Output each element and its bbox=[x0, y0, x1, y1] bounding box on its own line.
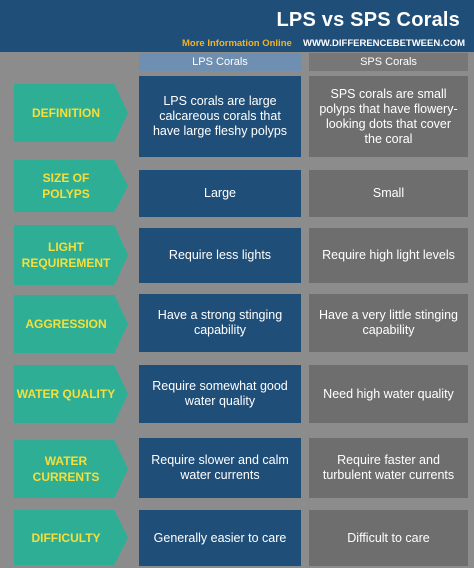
row-label-water-currents: WATER CURRENTS bbox=[14, 440, 128, 498]
more-info-text: More Information Online bbox=[182, 38, 292, 49]
lps-size-cell: Large bbox=[139, 170, 301, 217]
lps-difficulty-cell: Generally easier to care bbox=[139, 510, 301, 566]
sps-water-quality-cell: Need high water quality bbox=[309, 365, 468, 423]
header-banner: LPS vs SPS Corals More Information Onlin… bbox=[0, 0, 474, 52]
row-label-aggression: AGGRESSION bbox=[14, 295, 128, 353]
site-link[interactable]: WWW.DIFFERENCEBETWEEN.COM bbox=[303, 38, 466, 49]
row-label-difficulty: DIFFICULTY bbox=[14, 510, 128, 565]
lps-definition-cell: LPS corals are large calcareous corals t… bbox=[139, 76, 301, 157]
row-label-definition: DEFINITION bbox=[14, 84, 128, 142]
sps-size-cell: Small bbox=[309, 170, 468, 217]
sps-water-currents-cell: Require faster and turbulent water curre… bbox=[309, 438, 468, 498]
page-title: LPS vs SPS Corals bbox=[276, 9, 460, 31]
lps-aggression-cell: Have a strong stinging capability bbox=[139, 294, 301, 352]
sps-difficulty-cell: Difficult to care bbox=[309, 510, 468, 566]
lps-water-quality-cell: Require somewhat good water quality bbox=[139, 365, 301, 423]
row-label-light-requirement: LIGHT REQUIREMENT bbox=[14, 225, 128, 285]
lps-light-cell: Require less lights bbox=[139, 228, 301, 283]
row-label-size-of-polyps: SIZE OF POLYPS bbox=[14, 160, 128, 212]
sps-column-header: SPS Corals bbox=[309, 53, 468, 71]
lps-column-header: LPS Corals bbox=[139, 53, 301, 71]
row-label-water-quality: WATER QUALITY bbox=[14, 365, 128, 423]
sps-aggression-cell: Have a very little stinging capability bbox=[309, 294, 468, 352]
sps-definition-cell: SPS corals are small polyps that have fl… bbox=[309, 76, 468, 157]
lps-water-currents-cell: Require slower and calm water currents bbox=[139, 438, 301, 498]
sps-light-cell: Require high light levels bbox=[309, 228, 468, 283]
